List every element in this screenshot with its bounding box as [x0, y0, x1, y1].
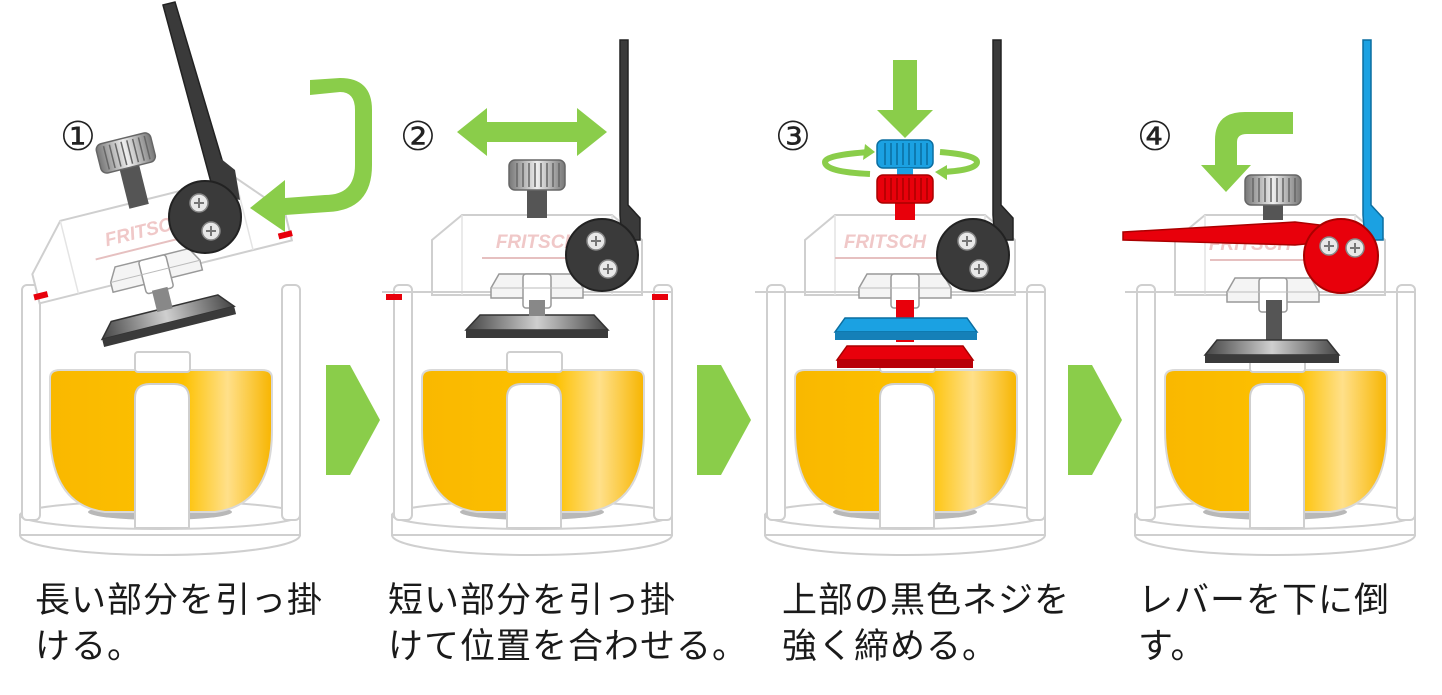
step-3-caption: 上部の黒色ネジを 強く締める。 — [782, 581, 1071, 667]
brand-label: FRITSCH — [496, 232, 580, 253]
step-4-caption: レバーを下に倒す。 — [1138, 581, 1391, 667]
step-number: ③ — [775, 114, 811, 160]
step-arrow-icon — [326, 365, 380, 475]
step-2-caption: 短い部分を引っ掛 けて位置を合わせる。 — [388, 581, 749, 667]
step-4-panel: FRITSCH ④ — [1122, 39, 1416, 556]
step-arrow-icon — [697, 365, 751, 475]
step-1-panel: FRITSCH ① — [19, 1, 372, 556]
step-number: ② — [400, 114, 436, 160]
down-arrow-icon — [877, 60, 933, 138]
step-number: ④ — [1137, 114, 1173, 160]
step-3-panel: FRITSCH ③ — [755, 39, 1046, 556]
step-arrow-icon — [1068, 365, 1122, 475]
down-arrow-icon — [250, 78, 372, 232]
swap-arrow-icon — [457, 108, 607, 156]
brand-label: FRITSCH — [844, 232, 928, 253]
step-number: ① — [60, 114, 96, 160]
step-2-panel: FRITSCH ② — [382, 39, 673, 556]
rotate-arrow-icon — [821, 144, 981, 180]
step-1-caption: 長い部分を引っ掛 ける。 — [35, 581, 324, 667]
down-arrow-icon — [1201, 112, 1293, 192]
